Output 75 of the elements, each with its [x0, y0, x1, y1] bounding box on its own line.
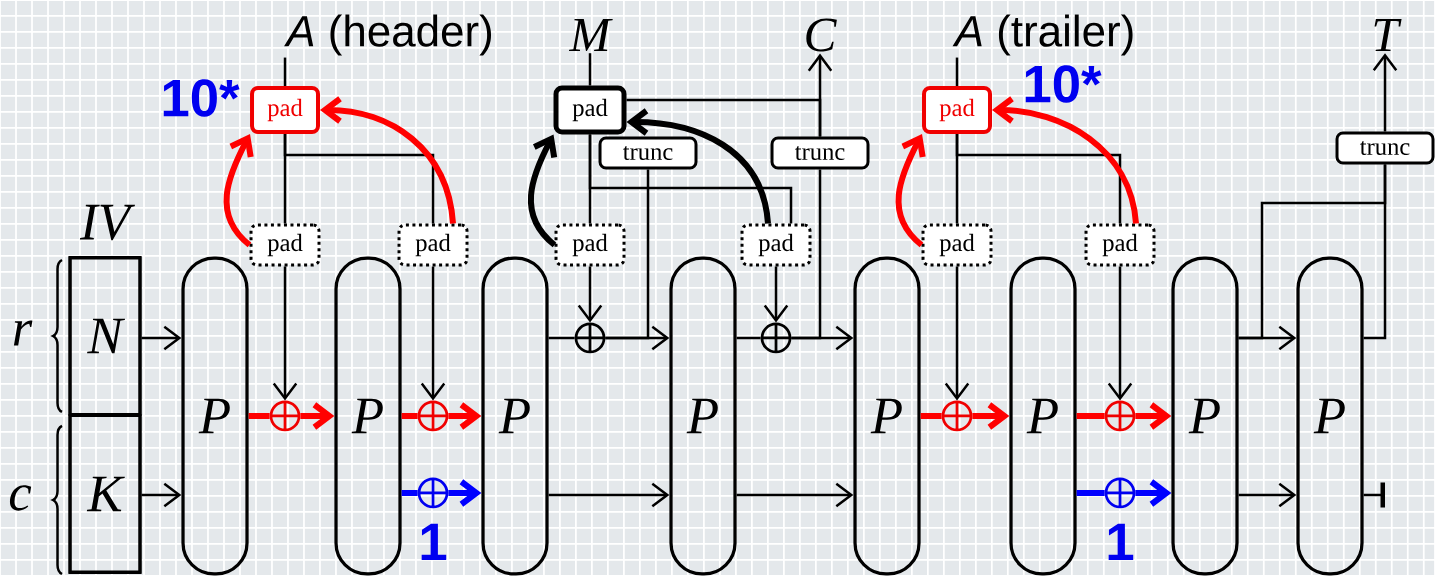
value-label: 1 — [1108, 523, 1134, 561]
xor-circle — [1104, 400, 1136, 432]
arrow — [1135, 402, 1172, 430]
input-label: A (trailer) — [952, 14, 1133, 56]
arrow — [626, 108, 771, 224]
trunc-box: trunc — [598, 136, 698, 170]
connector-line — [1076, 413, 1105, 419]
connector-line — [955, 134, 1122, 224]
connector-line — [955, 57, 959, 86]
connector-line — [1363, 164, 1387, 340]
trunc-box: trunc — [1335, 131, 1435, 165]
dotted-pad-box: pad — [1084, 223, 1156, 267]
connector-line — [605, 169, 650, 340]
arrow — [972, 402, 1010, 430]
xor-circle — [941, 400, 973, 432]
arrow — [1135, 479, 1172, 507]
xor-circle — [269, 400, 301, 432]
connector-line — [401, 413, 418, 419]
arrow — [736, 482, 854, 508]
xor-circle — [574, 322, 606, 354]
iv-cell: N — [68, 256, 142, 416]
dotted-pad-box: pad — [397, 223, 469, 267]
arrow — [320, 96, 456, 224]
arrow — [272, 266, 298, 401]
pad-box: pad — [922, 86, 992, 134]
io-label: C — [806, 18, 837, 52]
connector-line — [626, 98, 822, 137]
arrow — [141, 482, 182, 508]
arrow — [763, 266, 789, 323]
arrow — [528, 134, 558, 248]
connector-line — [791, 169, 822, 340]
value-label: 1 — [421, 523, 447, 561]
connector-line — [283, 134, 435, 224]
connector-line — [588, 53, 592, 86]
value-label: 10* — [163, 79, 240, 117]
variable-label: c — [9, 485, 32, 511]
arrow — [300, 402, 335, 430]
xor-circle — [760, 322, 792, 354]
connector-line — [548, 336, 575, 340]
value-label: 10* — [1025, 65, 1102, 103]
arrow — [1372, 53, 1398, 132]
connector-line — [1363, 482, 1385, 508]
connector-line — [920, 413, 942, 419]
connector-line — [588, 134, 793, 224]
arrow — [1238, 482, 1297, 508]
xor-circle — [417, 400, 449, 432]
arrow — [992, 96, 1139, 224]
arrow — [577, 266, 603, 323]
connector-line — [401, 490, 418, 496]
pad-box: pad — [553, 85, 627, 135]
arrow — [944, 266, 970, 401]
arrow — [223, 134, 254, 248]
arrow — [420, 266, 446, 401]
iv-cell: K — [68, 414, 142, 574]
connector-line — [248, 413, 270, 419]
arrow — [448, 402, 482, 430]
connector-line — [736, 336, 761, 340]
pad-box: pad — [250, 86, 320, 134]
arrow — [895, 133, 926, 248]
connector-line — [283, 57, 287, 86]
trunc-box: trunc — [770, 136, 870, 170]
connector-line — [1076, 490, 1105, 496]
arrow — [141, 325, 182, 351]
input-label: A (header) — [284, 14, 491, 56]
arrow — [548, 482, 670, 508]
io-label: T — [1374, 18, 1402, 52]
dotted-pad-box: pad — [249, 223, 321, 267]
arrow — [448, 479, 482, 507]
io-label: M — [568, 18, 613, 52]
arrow — [1107, 266, 1133, 401]
node-label: IV — [79, 204, 135, 241]
variable-label: r — [13, 320, 33, 346]
dotted-pad-box: pad — [740, 223, 812, 267]
dotted-pad-box: pad — [554, 223, 626, 267]
dotted-pad-box: pad — [921, 223, 993, 267]
